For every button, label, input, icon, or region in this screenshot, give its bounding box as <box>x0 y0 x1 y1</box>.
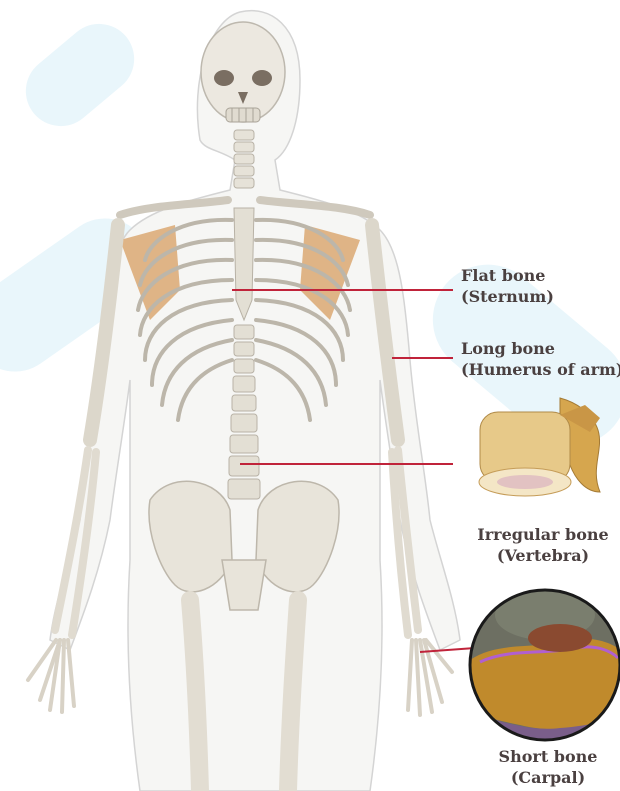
skull <box>201 22 285 122</box>
short-bone-name: Short bone <box>488 746 608 767</box>
long-bone-label: Long bone (Humerus of arm) <box>461 338 620 380</box>
long-bone-example: (Humerus of arm) <box>461 359 620 380</box>
irregular-bone-example: (Vertebra) <box>474 545 612 566</box>
carpal-illustration <box>469 589 620 741</box>
cervical-spine <box>234 130 254 188</box>
flat-bone-example: (Sternum) <box>461 286 554 307</box>
flat-bone-name: Flat bone <box>461 265 554 286</box>
irregular-bone-label: Irregular bone (Vertebra) <box>474 524 612 566</box>
flat-bone-label: Flat bone (Sternum) <box>461 265 554 307</box>
sternum <box>234 208 254 320</box>
vertebra-illustration <box>479 398 600 496</box>
short-bone-example: (Carpal) <box>488 767 608 788</box>
long-bone-name: Long bone <box>461 338 620 359</box>
irregular-bone-name: Irregular bone <box>474 524 612 545</box>
short-bone-label: Short bone (Carpal) <box>488 746 608 788</box>
